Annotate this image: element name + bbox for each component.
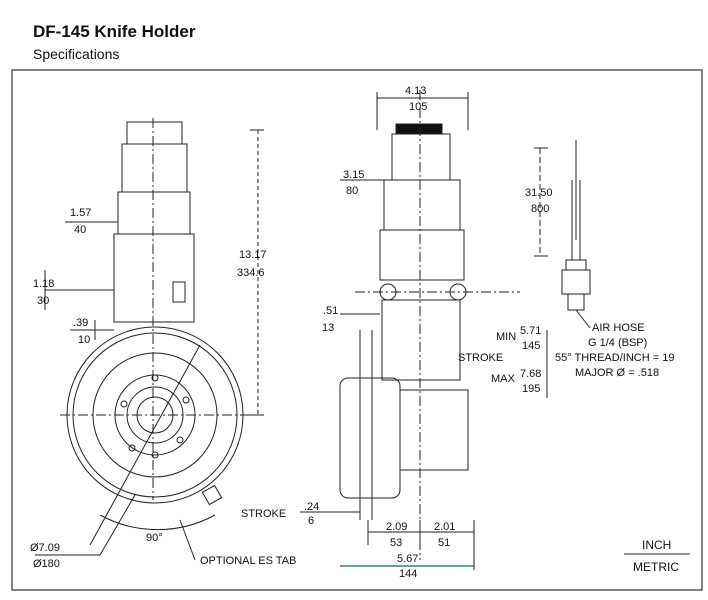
es-tab-label: OPTIONAL ES TAB [200, 555, 296, 567]
air-hose-note: AIR HOSE [592, 322, 645, 334]
dim-angle: 90° [146, 532, 163, 544]
min-mm: 145 [522, 340, 540, 352]
stroke-label: STROKE [458, 352, 503, 364]
left-view [35, 118, 264, 561]
dim-105: 105 [409, 101, 427, 113]
right-view [534, 140, 591, 329]
unit-metric: METRIC [633, 560, 679, 574]
es-tab [201, 484, 223, 506]
unit-inch: INCH [642, 538, 671, 552]
hose-fitting [561, 269, 591, 295]
dim-39: .39 [73, 317, 88, 329]
dim-1-57: 1.57 [70, 207, 91, 219]
page-title: DF-145 Knife Holder [33, 22, 196, 41]
mid-mid-body [383, 179, 461, 231]
mid-disk-side [339, 377, 401, 499]
dim-2-09: 2.09 [386, 521, 407, 533]
left-mid-body [117, 191, 191, 235]
dim-40: 40 [74, 224, 86, 236]
thread-note: 55° THREAD/INCH = 19 [555, 352, 674, 364]
dim-80: 80 [346, 185, 358, 197]
stroke-mm: 6 [308, 515, 314, 527]
min-inch: 5.71 [520, 325, 541, 337]
dim-800: 800 [531, 203, 549, 215]
dim-10: 10 [78, 334, 90, 346]
page-subtitle: Specifications [33, 46, 120, 62]
dim-144: 144 [399, 568, 417, 580]
mid-stroke-body [381, 299, 461, 381]
dim-5-67: 5.67 [397, 553, 418, 565]
left-lower-body [113, 233, 195, 323]
max-label: MAX [491, 373, 516, 385]
mid-top-connector [395, 123, 443, 135]
dim-2-01: 2.01 [434, 521, 455, 533]
stroke2-label: STROKE [241, 508, 286, 520]
dim-3-15: 3.15 [343, 169, 364, 181]
mid-upper-body [391, 133, 451, 181]
left-side-port [172, 281, 186, 303]
min-label: MIN [496, 331, 516, 343]
dim-53: 53 [390, 537, 402, 549]
bsp-note: G 1/4 (BSP) [588, 337, 647, 349]
max-inch: 7.68 [520, 368, 541, 380]
dim-334-6: 334.6 [237, 267, 265, 279]
hose-thread [567, 293, 585, 311]
dim-dia-inch: Ø7.09 [30, 542, 60, 554]
dim-31-50: 31.50 [525, 187, 553, 199]
dim-51: .51 [323, 305, 338, 317]
stroke-inch: .24 [304, 501, 319, 513]
mid-lower-body [379, 229, 465, 281]
dim-1-18: 1.18 [33, 278, 54, 290]
mid-hub-side [399, 389, 469, 471]
major-dia-note: MAJOR Ø = .518 [575, 367, 659, 379]
drawing-border [11, 69, 703, 591]
dim-dia-mm: Ø180 [33, 558, 60, 570]
dim-13: 13 [322, 322, 334, 334]
left-top-cap [126, 121, 183, 145]
dim-4-13: 4.13 [405, 85, 426, 97]
dim-30: 30 [37, 295, 49, 307]
dim-51b: 51 [438, 537, 450, 549]
hose-nut [565, 259, 587, 271]
middle-view [300, 90, 548, 570]
max-mm: 195 [522, 383, 540, 395]
left-upper-body [121, 143, 188, 193]
dim-13-17: 13.17 [239, 249, 267, 261]
